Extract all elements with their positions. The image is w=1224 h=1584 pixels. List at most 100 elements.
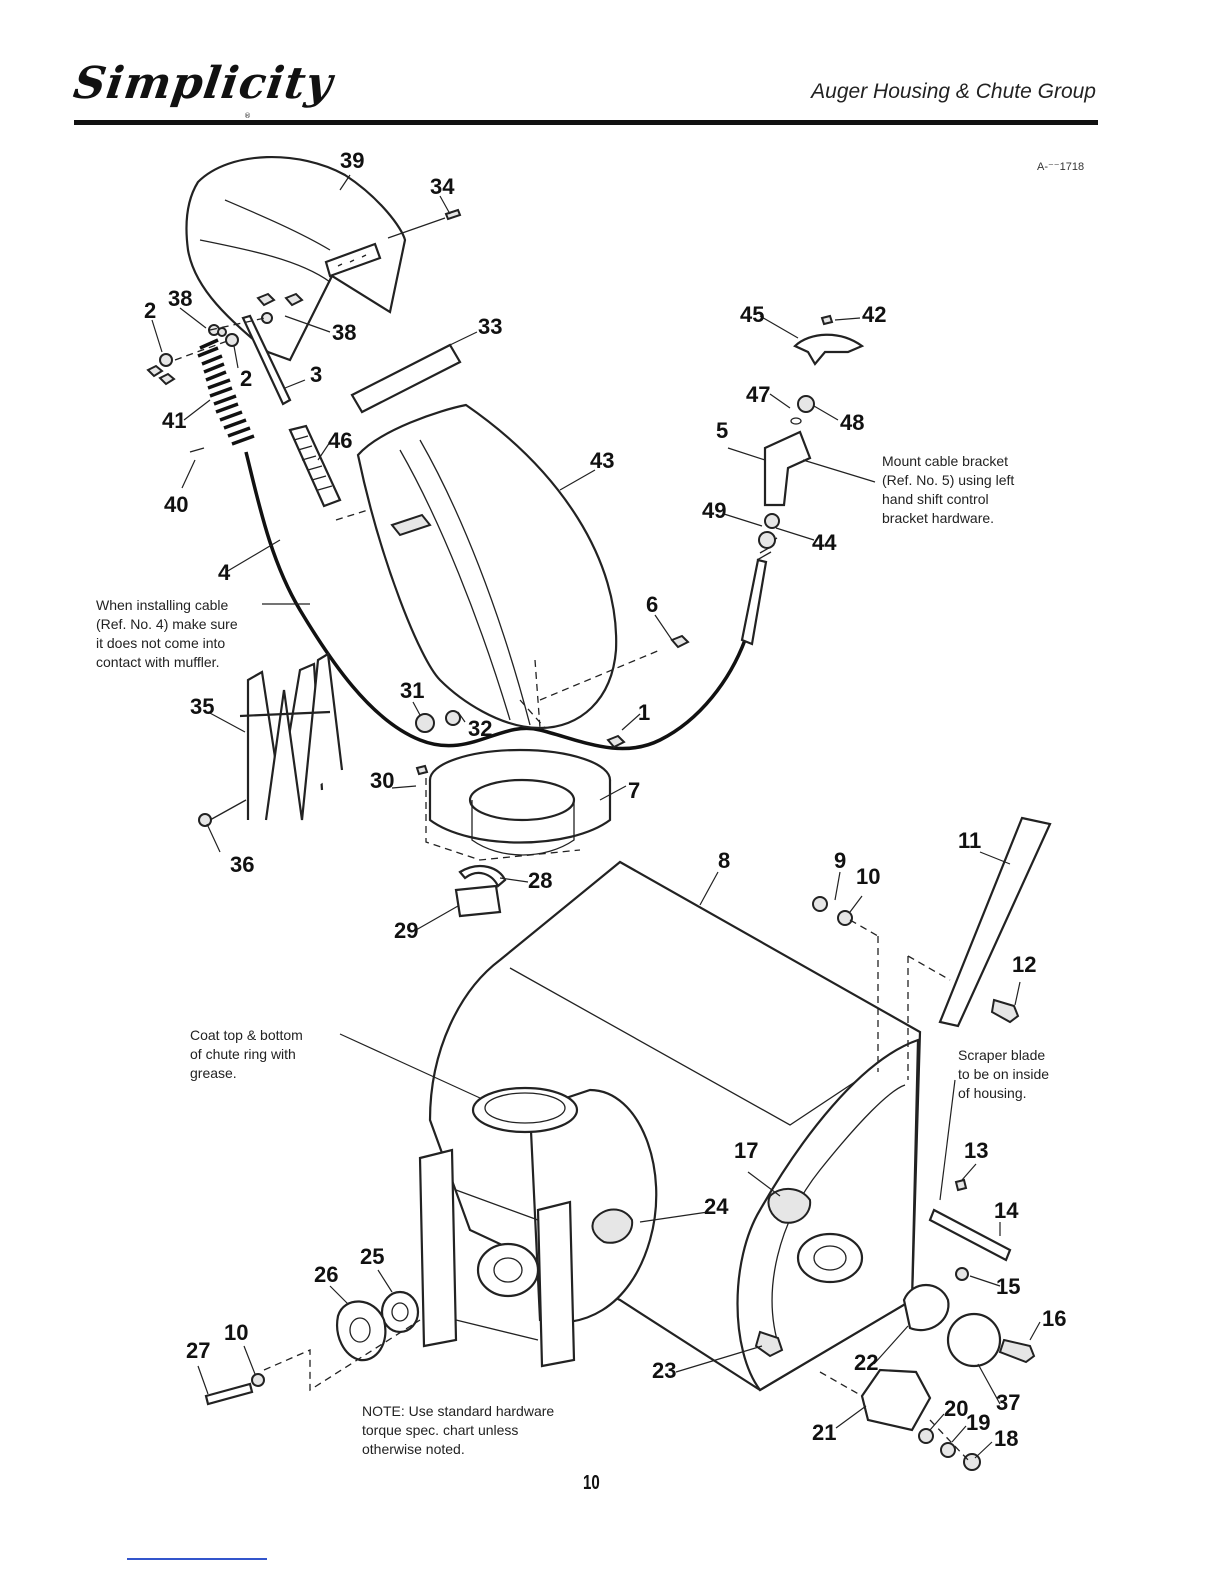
cable-spring bbox=[189, 338, 255, 453]
bearing-22 bbox=[902, 1284, 950, 1332]
plate-37 bbox=[946, 1312, 1002, 1368]
callout-43: 43 bbox=[590, 448, 614, 473]
callout-13: 13 bbox=[964, 1138, 988, 1163]
nut-18 bbox=[963, 1453, 981, 1471]
callout-11: 11 bbox=[958, 828, 981, 853]
chute-ring bbox=[415, 748, 612, 861]
callout-41: 41 bbox=[162, 408, 186, 433]
retainer-28 bbox=[458, 864, 507, 888]
callout-48: 48 bbox=[840, 410, 864, 435]
callout-28: 28 bbox=[528, 868, 552, 893]
callout-24: 24 bbox=[704, 1194, 729, 1219]
callout-42: 42 bbox=[862, 302, 886, 327]
figure-code: A-⁻⁻1718 bbox=[1037, 161, 1085, 173]
flange-26 bbox=[336, 1300, 387, 1362]
chute-deflector bbox=[185, 155, 407, 362]
washer-20 bbox=[918, 1428, 934, 1444]
cable-sleeve bbox=[740, 558, 768, 646]
callout-31: 31 bbox=[400, 678, 424, 703]
callout-35: 35 bbox=[190, 694, 214, 719]
callout-40: 40 bbox=[164, 492, 188, 517]
bearing-25 bbox=[380, 1290, 420, 1334]
callout-7: 7 bbox=[628, 778, 640, 803]
nut-15 bbox=[955, 1267, 969, 1281]
callout-34: 34 bbox=[430, 174, 455, 199]
callout-15: 15 bbox=[996, 1274, 1020, 1299]
chute-tube bbox=[288, 424, 342, 508]
chute-plate bbox=[350, 343, 462, 414]
nut-9 bbox=[812, 896, 828, 912]
nut-19 bbox=[940, 1442, 956, 1458]
washer-10-upper bbox=[837, 910, 853, 926]
callout-6: 6 bbox=[646, 592, 658, 617]
callout-2a: 2 bbox=[144, 298, 156, 323]
callout-4: 4 bbox=[218, 560, 231, 585]
callout-47: 47 bbox=[746, 382, 770, 407]
callout-38b: 38 bbox=[332, 320, 356, 345]
callout-38a: 38 bbox=[168, 286, 192, 311]
hardware-note: NOTE: Use standard hardware torque spec.… bbox=[362, 1403, 555, 1457]
callout-3: 3 bbox=[310, 362, 322, 387]
callout-19: 19 bbox=[966, 1410, 990, 1435]
callout-44: 44 bbox=[812, 530, 837, 555]
leader-grease-note bbox=[339, 1033, 481, 1099]
shift-handle-hardware bbox=[758, 314, 876, 549]
bolt-23 bbox=[754, 1330, 784, 1358]
chute-rod-assembly bbox=[198, 652, 344, 827]
callout-27: 27 bbox=[186, 1338, 210, 1363]
callout-5: 5 bbox=[716, 418, 728, 443]
nut-31 bbox=[415, 713, 435, 733]
callout-22: 22 bbox=[854, 1350, 878, 1375]
callout-37: 37 bbox=[996, 1390, 1020, 1415]
callout-2b: 2 bbox=[240, 366, 252, 391]
callout-25: 25 bbox=[360, 1244, 384, 1269]
callout-36: 36 bbox=[230, 852, 254, 877]
grease-note: Coat top & bottom of chute ring with gre… bbox=[190, 1027, 303, 1081]
footer-link-underline[interactable] bbox=[127, 1558, 267, 1560]
callout-20: 20 bbox=[944, 1396, 968, 1421]
bolt-27 bbox=[204, 1382, 254, 1406]
callout-8: 8 bbox=[718, 848, 730, 873]
skid-14 bbox=[928, 1208, 1012, 1262]
callout-46: 46 bbox=[328, 428, 352, 453]
callout-10a: 10 bbox=[856, 864, 880, 889]
leader-scraper-note bbox=[939, 1079, 956, 1201]
knob-17 bbox=[767, 1188, 812, 1224]
callout-12: 12 bbox=[1012, 952, 1036, 977]
knob-24 bbox=[591, 1208, 634, 1244]
washer-32 bbox=[445, 710, 461, 726]
callout-18: 18 bbox=[994, 1426, 1018, 1451]
callout-14: 14 bbox=[994, 1198, 1019, 1223]
callout-9: 9 bbox=[834, 848, 846, 873]
skid-shoe-21 bbox=[860, 1368, 932, 1432]
callout-30: 30 bbox=[370, 768, 394, 793]
callout-39: 39 bbox=[340, 148, 364, 173]
callout-10b: 10 bbox=[224, 1320, 248, 1345]
callout-17: 17 bbox=[734, 1138, 758, 1163]
callout-32: 32 bbox=[468, 716, 492, 741]
chute-cable bbox=[244, 451, 747, 751]
section-title: Auger Housing & Chute Group bbox=[811, 80, 1096, 103]
callout-1: 1 bbox=[638, 700, 650, 725]
callout-leaders bbox=[151, 174, 1041, 1459]
callout-16: 16 bbox=[1042, 1306, 1066, 1331]
callout-numbers: 39 34 38 2 38 2 3 33 41 46 40 4 43 45 42… bbox=[144, 148, 1066, 1451]
callout-21: 21 bbox=[812, 1420, 836, 1445]
registered-mark: ® bbox=[244, 112, 251, 120]
callout-29: 29 bbox=[394, 918, 418, 943]
washer-10-lower bbox=[251, 1373, 265, 1387]
callout-45: 45 bbox=[740, 302, 764, 327]
bolt-6 bbox=[670, 634, 690, 649]
callout-49: 49 bbox=[702, 498, 726, 523]
bracket-note: Mount cable bracket (Ref. No. 5) using l… bbox=[882, 453, 1015, 526]
auger-housing bbox=[418, 860, 922, 1392]
cable-note: When installing cable (Ref. No. 4) make … bbox=[96, 597, 238, 670]
screw-1 bbox=[606, 734, 626, 749]
header-rule bbox=[74, 120, 1098, 125]
block-29 bbox=[454, 884, 502, 918]
scraper-note: Scraper blade to be on inside of housing… bbox=[958, 1047, 1050, 1101]
bolt-13 bbox=[954, 1178, 968, 1192]
bolt-12 bbox=[990, 998, 1020, 1024]
callout-26: 26 bbox=[314, 1262, 338, 1287]
